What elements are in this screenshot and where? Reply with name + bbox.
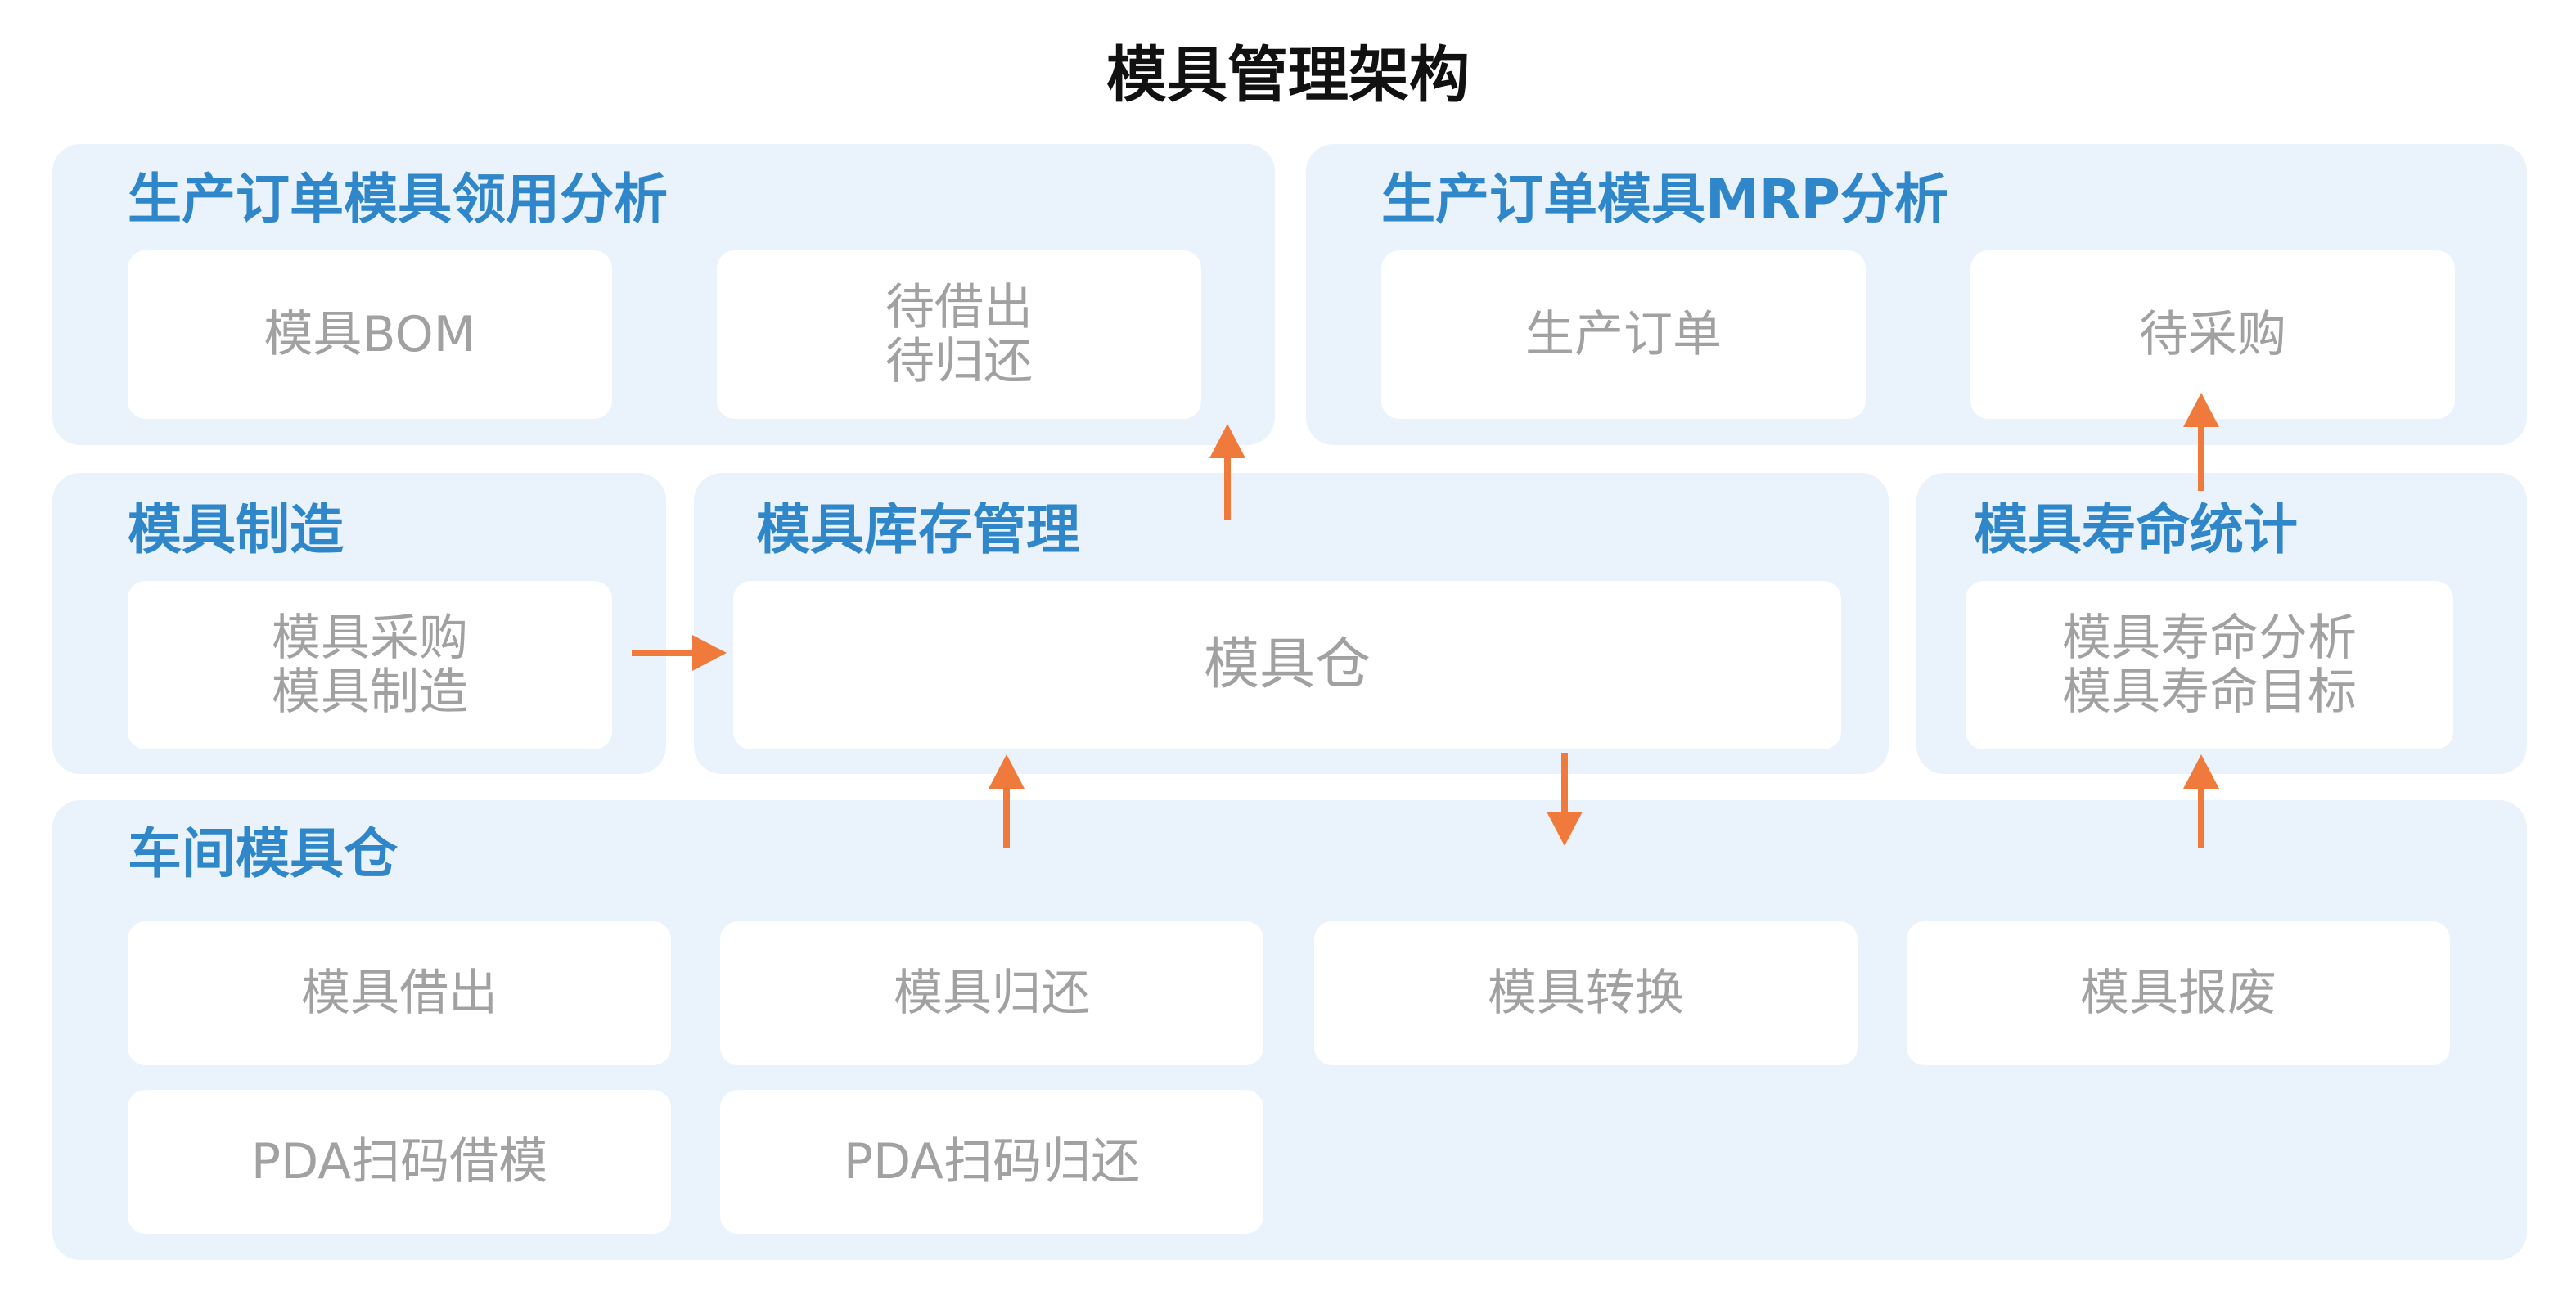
card-pda-scan-return: PDA扫码归还	[720, 1090, 1263, 1234]
panel-lifecycle: 模具寿命统计 模具寿命分析 模具寿命目标	[1916, 473, 2527, 774]
card-mold-scrap-label: 模具报废	[2080, 965, 2277, 1022]
card-mold-return-label: 模具归还	[894, 965, 1090, 1022]
card-pda-scan-lend: PDA扫码借模	[128, 1090, 671, 1234]
card-mold-scrap: 模具报废	[1907, 921, 2450, 1065]
arrow-inventory-to-workshop	[1547, 753, 1583, 846]
card-pending-return-label: 待归还	[885, 333, 1033, 390]
card-mold-lend-label: 模具借出	[301, 965, 498, 1022]
panel-manufacturing: 模具制造 模具采购 模具制造	[52, 473, 666, 774]
panel-title-order-mrp: 生产订单模具MRP分析	[1381, 168, 1948, 231]
card-mold-bom: 模具BOM	[128, 250, 612, 419]
card-mold-bom-label: 模具BOM	[263, 306, 476, 363]
panel-inventory: 模具库存管理 模具仓	[694, 473, 1889, 774]
card-pending-purchase-label: 待采购	[2139, 306, 2286, 363]
card-life-analysis-target: 模具寿命分析 模具寿命目标	[1966, 581, 2453, 749]
panel-workshop: 车间模具仓 模具借出 模具归还 模具转换 模具报废 PDA扫码借模 PDA扫码归…	[52, 800, 2527, 1260]
panel-title-inventory: 模具库存管理	[756, 498, 1080, 561]
card-mold-lend: 模具借出	[128, 921, 671, 1065]
arrow-inventory-to-order-usage	[1209, 424, 1245, 520]
card-production-order-label: 生产订单	[1525, 306, 1722, 363]
diagram-title: 模具管理架构	[1106, 40, 1470, 110]
card-life-analysis-label: 模具寿命分析	[2062, 610, 2357, 667]
panel-title-manufacturing: 模具制造	[128, 498, 344, 561]
arrow-workshop-to-lifecycle	[2183, 754, 2219, 848]
card-production-order: 生产订单	[1381, 250, 1866, 419]
card-pending-lend-label: 待借出	[885, 279, 1033, 336]
card-mold-procure-label: 模具采购	[272, 610, 468, 667]
card-mold-transfer-label: 模具转换	[1488, 965, 1684, 1022]
arrow-manufacturing-to-inventory	[632, 635, 727, 671]
panel-title-workshop: 车间模具仓	[128, 822, 398, 885]
card-mold-return: 模具归还	[720, 921, 1263, 1065]
card-mold-warehouse-label: 模具仓	[1203, 632, 1371, 697]
panel-order-mrp: 生产订单模具MRP分析 生产订单 待采购	[1306, 144, 2527, 445]
panel-order-usage: 生产订单模具领用分析 模具BOM 待借出 待归还	[52, 144, 1275, 445]
arrow-workshop-to-inventory	[989, 754, 1025, 848]
card-pending-lend-return: 待借出 待归还	[717, 250, 1201, 419]
card-pda-scan-lend-label: PDA扫码借模	[250, 1133, 548, 1190]
panel-title-order-usage: 生产订单模具领用分析	[128, 168, 668, 231]
card-mold-warehouse: 模具仓	[733, 581, 1841, 749]
card-pda-scan-return-label: PDA扫码归还	[843, 1133, 1141, 1190]
card-life-target-label: 模具寿命目标	[2062, 664, 2357, 721]
card-pending-purchase: 待采购	[1970, 250, 2455, 419]
card-mold-transfer: 模具转换	[1314, 921, 1858, 1065]
panel-title-lifecycle: 模具寿命统计	[1974, 498, 2298, 561]
arrow-lifecycle-to-order-mrp	[2183, 393, 2219, 491]
card-mold-make-label: 模具制造	[272, 664, 468, 721]
card-mold-procure-make: 模具采购 模具制造	[128, 581, 612, 749]
